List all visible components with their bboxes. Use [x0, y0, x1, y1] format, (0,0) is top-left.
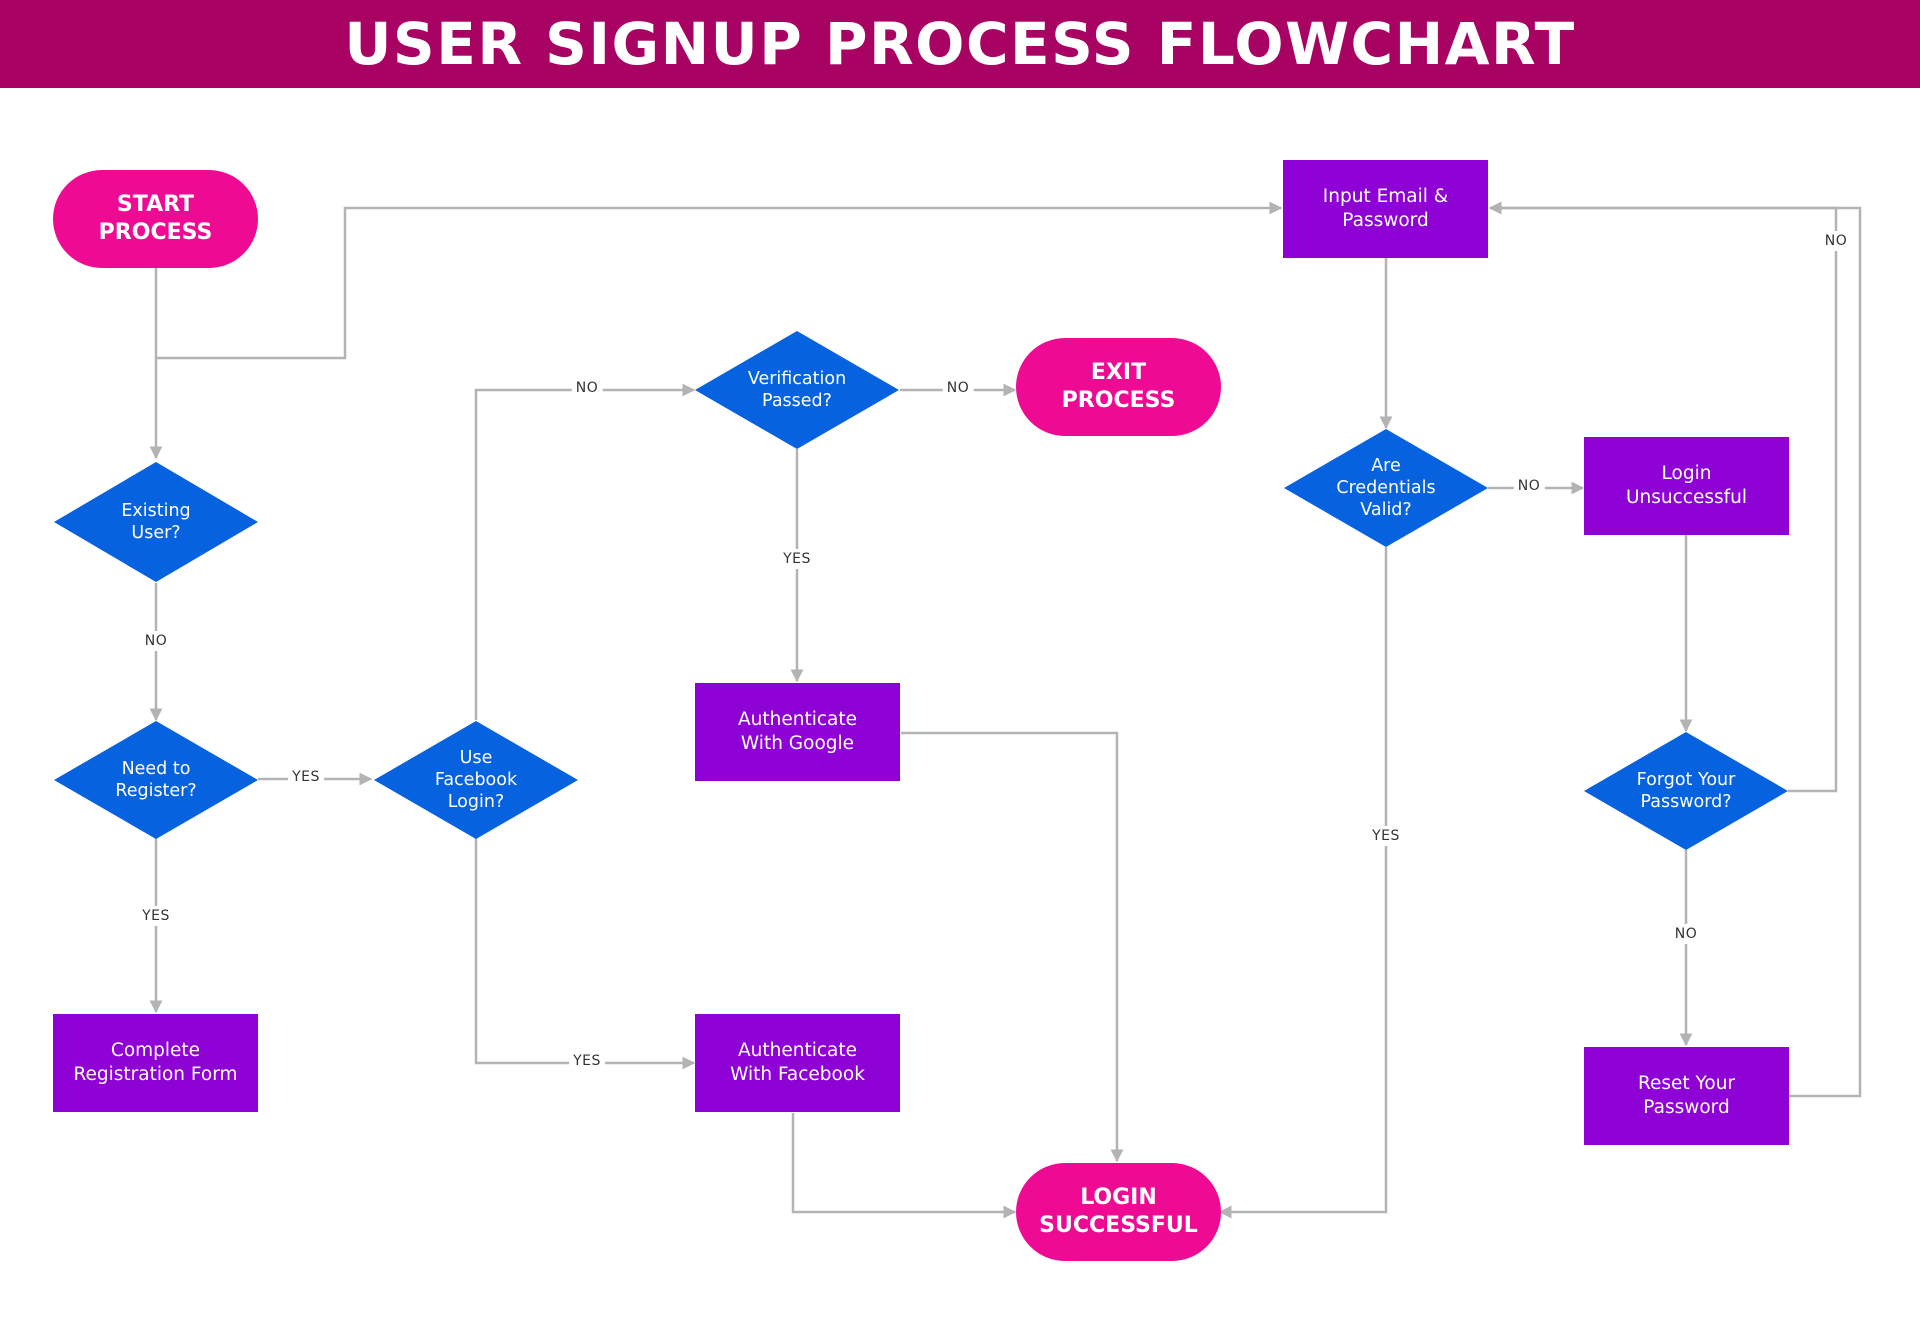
decision-use-facebook-shape	[374, 721, 578, 839]
edge-label-credentials-yes: YES	[1368, 826, 1404, 846]
page-title: USER SIGNUP PROCESS FLOWCHART	[344, 10, 1576, 78]
exit-process-terminal: EXIT PROCESS	[1016, 338, 1221, 436]
edge-label-credentials-no: NO	[1513, 476, 1545, 496]
verification-decision: Verification Passed?	[747, 369, 847, 411]
decision-credentials-shape	[1284, 429, 1488, 547]
login-successful-terminal: LOGIN SUCCESSFUL	[1016, 1163, 1221, 1261]
auth-google-box: Authenticate With Google	[695, 683, 900, 781]
auth-facebook-box: Authenticate With Facebook	[695, 1014, 900, 1112]
edge-label-existing-no: NO	[140, 631, 172, 651]
need-register-decision: Need to Register?	[115, 759, 197, 801]
edge-label-verification-yes: YES	[779, 549, 815, 569]
connector-start-input	[156, 201, 1283, 360]
connector-google-success	[901, 731, 1124, 1163]
input-email-box: Input Email & Password	[1283, 160, 1488, 258]
reset-password-box: Reset Your Password	[1584, 1047, 1789, 1145]
connector-reset-input	[1488, 201, 1862, 1098]
edge-label-forgot-no-down: NO	[1670, 924, 1702, 944]
edge-label-facebook-no: NO	[571, 378, 603, 398]
decision-verification-shape	[695, 331, 899, 449]
forgot-password-decision: Forgot Your Password?	[1636, 770, 1736, 812]
edge-label-verification-no: NO	[942, 378, 974, 398]
decision-need-register-shape	[54, 721, 258, 839]
title-banner: USER SIGNUP PROCESS FLOWCHART	[0, 0, 1920, 88]
connector-credentials-success	[1218, 547, 1388, 1219]
connector-authfb-success	[791, 1113, 1017, 1219]
existing-user-decision: Existing User?	[121, 501, 191, 543]
start-process-terminal: START PROCESS	[53, 170, 258, 268]
decision-existing-user-shape	[54, 462, 258, 582]
connector-facebook-auth	[474, 838, 696, 1070]
use-facebook-decision: Use Facebook Login?	[434, 748, 518, 812]
edge-label-forgot-no-up: NO	[1820, 231, 1852, 251]
edge-label-register-yes-right: YES	[288, 767, 324, 787]
decision-forgot-shape	[1584, 732, 1788, 850]
credentials-valid-decision: Are Credentials Valid?	[1336, 456, 1436, 520]
edge-label-facebook-yes: YES	[569, 1051, 605, 1071]
complete-registration-box: Complete Registration Form	[53, 1014, 258, 1112]
connector-facebook-verification	[474, 383, 696, 720]
edge-label-register-yes-down: YES	[138, 906, 174, 926]
login-unsuccessful-box: Login Unsuccessful	[1584, 437, 1789, 535]
